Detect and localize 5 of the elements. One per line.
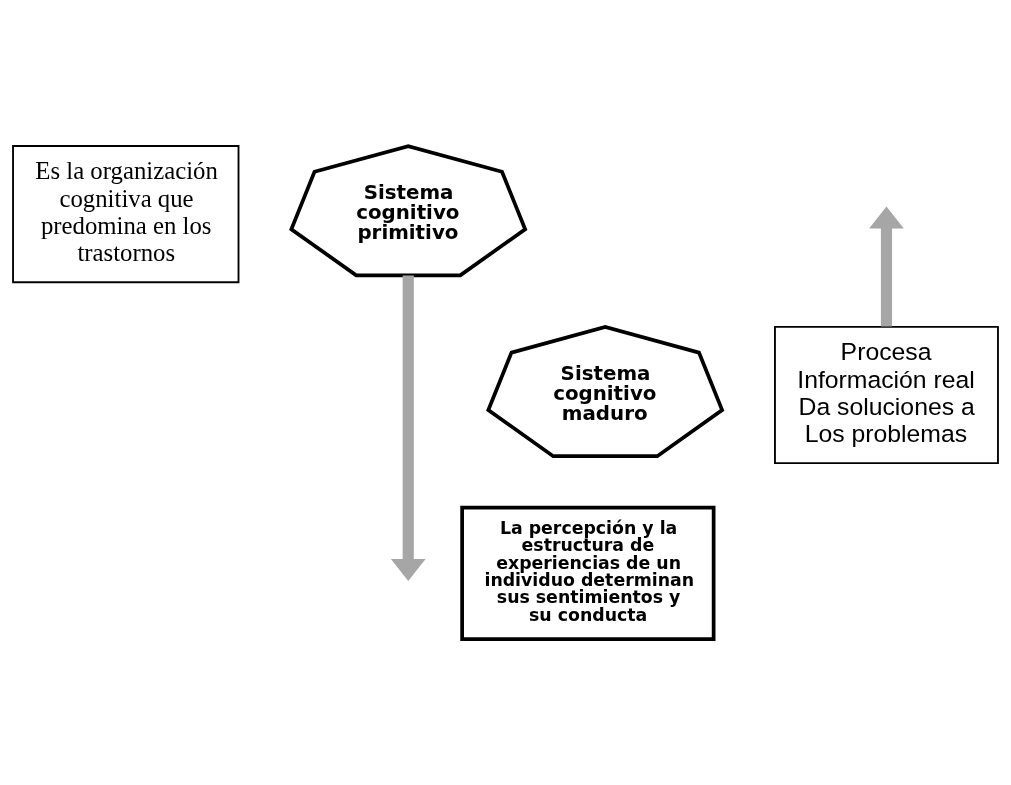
node-box: Procesa Información real Da soluciones a Los problemas <box>774 325 999 465</box>
node-box: La percepción y la estructura de experiencias de un individuo determinan sus sentimientos y su conducta <box>460 505 716 641</box>
arrow <box>390 275 426 582</box>
arrow <box>869 206 904 327</box>
node-box: Es la organización cognitiva que predomina en los trastornos <box>12 145 240 284</box>
